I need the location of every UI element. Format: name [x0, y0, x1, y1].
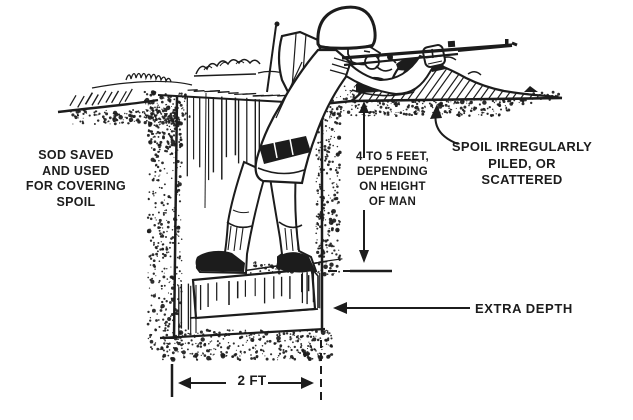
label-width-2ft: 2 FT [237, 373, 267, 388]
label-line: FOR COVERING [25, 179, 127, 193]
helmet [316, 5, 377, 50]
firestep [191, 267, 317, 320]
label-extra-depth: EXTRA DEPTH [475, 301, 573, 316]
label-line: SPOIL IRREGULARLY [451, 139, 593, 154]
measure-annotations [170, 101, 470, 403]
label-line: AND USED [42, 163, 110, 178]
label-line: OF MAN [368, 196, 417, 208]
label-line: SCATTERED [481, 172, 563, 187]
label-line: 4 TO 5 FEET, [355, 151, 430, 163]
label-sod-saved: SOD SAVED AND USED FOR COVERING SPOIL [6, 148, 146, 210]
label-spoil-piled: SPOIL IRREGULARLY PILED, OR SCATTERED [437, 139, 607, 189]
rear-boot [276, 252, 315, 273]
extra-depth-arrow [333, 302, 470, 314]
label-line: ON HEIGHT [359, 181, 426, 193]
label-line: SOD SAVED [38, 148, 114, 162]
width-measure-arrow [170, 340, 322, 403]
soldier-figure [195, 5, 518, 275]
depth-measure-arrow [328, 101, 392, 273]
rifle [341, 39, 518, 72]
label-depth-4-5-feet: 4 TO 5 FEET, DEPENDING ON HEIGHT OF MAN [330, 150, 455, 210]
label-line: SPOIL [56, 194, 96, 209]
label-line: PILED, OR [488, 155, 556, 171]
label-line: DEPENDING [356, 166, 429, 178]
ammo-belt [259, 136, 311, 164]
spoil-callout-arrow [430, 104, 459, 145]
front-boot [195, 250, 245, 272]
stipple-texture [69, 83, 561, 362]
